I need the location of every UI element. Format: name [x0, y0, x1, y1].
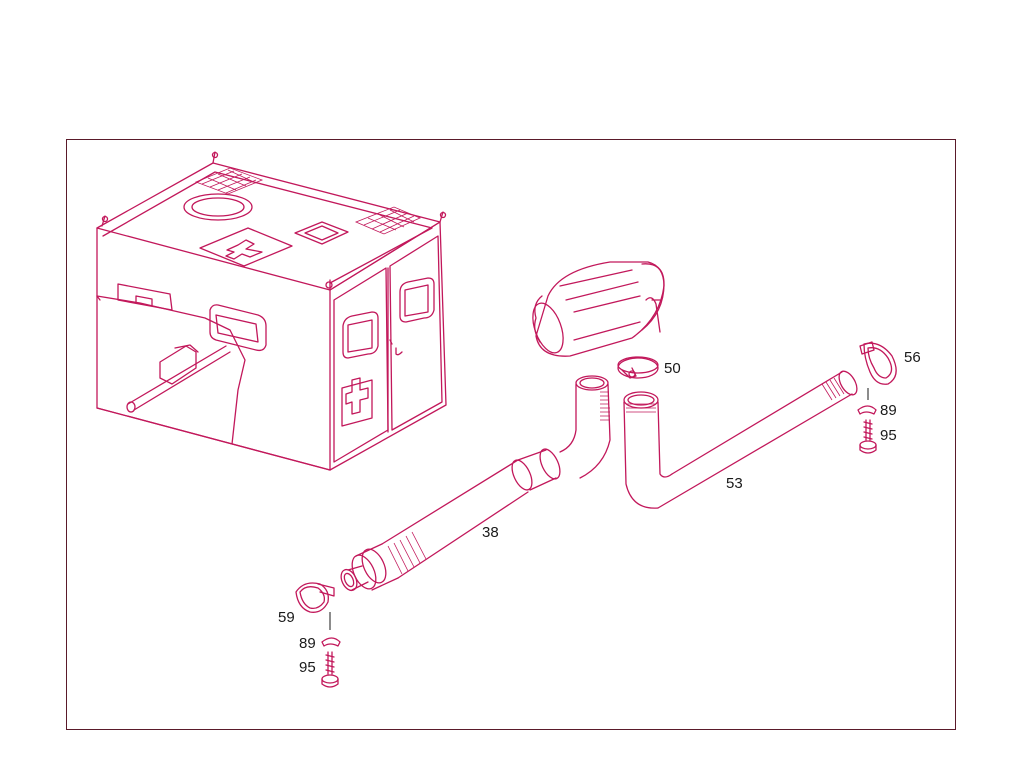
- screw-95-right: [859, 419, 877, 454]
- callout-50: 50: [664, 360, 681, 377]
- callout-56: 56: [904, 349, 921, 366]
- callout-38: 38: [482, 524, 499, 541]
- screw-95-left: [321, 651, 339, 688]
- pipe-38: [340, 375, 611, 592]
- pipe-53: [623, 370, 858, 509]
- callout-95-right: 95: [880, 427, 897, 444]
- hose-clamp-50: [617, 356, 659, 379]
- heater-unit: [532, 261, 665, 357]
- callout-53: 53: [726, 475, 743, 492]
- callout-89-left: 89: [299, 635, 316, 652]
- washer-89-right: [857, 405, 877, 415]
- washer-89-left: [321, 637, 341, 647]
- pipe-clip-59: [295, 582, 335, 630]
- callout-59: 59: [278, 609, 295, 626]
- callout-89-right: 89: [880, 402, 897, 419]
- pipe-clip-56: [859, 341, 897, 400]
- diagram-frame: [66, 139, 956, 730]
- ambulance-box: [96, 151, 447, 471]
- callout-95-left: 95: [299, 659, 316, 676]
